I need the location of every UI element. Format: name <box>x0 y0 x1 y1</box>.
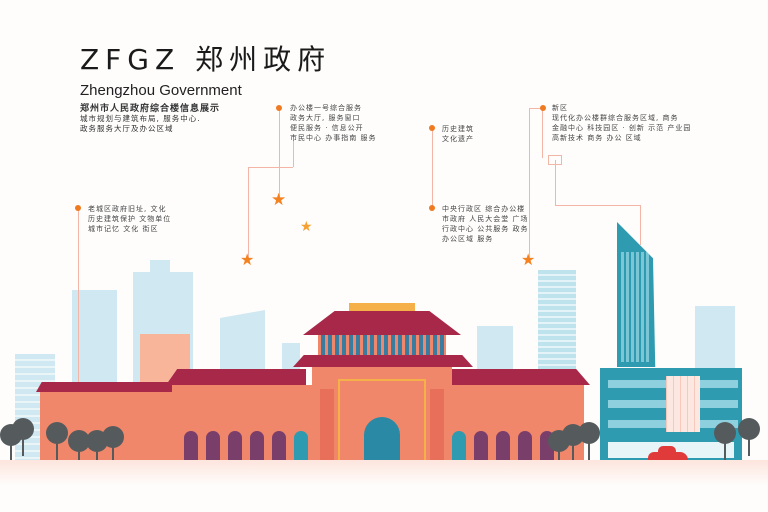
page-description: 郑州市人民政府综合楼信息展示 城市规划与建筑布局, 服务中心. 政务服务大厅及办… <box>80 104 220 134</box>
callout-line-text: 市政府 人民大会堂 广场 <box>442 215 529 223</box>
callout-line-text: 老城区政府旧址, 文化 <box>88 205 167 213</box>
central-tower-roof <box>303 311 461 335</box>
callout-2: 历史建筑 文化遗产 <box>442 124 474 144</box>
callout-line <box>248 167 249 259</box>
callout-line-text: 金融中心 科技园区 · 创新 示范 产业园 <box>552 124 692 132</box>
callout-line-text: 中央行政区 综合办公楼 <box>442 205 526 213</box>
main-right-wing <box>452 369 590 463</box>
star-icon: ★ <box>240 250 255 269</box>
callout-line-text: 办公楼一号综合服务 <box>290 104 362 112</box>
callout-4: 老城区政府旧址, 文化 历史建筑保护 文物单位 城市记忆 文化 街区 <box>88 204 171 234</box>
callout-line-text: 政务大厅, 服务窗口 <box>290 114 361 122</box>
callout-line-text: 历史建筑保护 文物单位 <box>88 215 172 223</box>
star-icon: ★ <box>521 250 536 269</box>
page-title: ZFGZ 郑州政府 <box>80 43 332 76</box>
star-icon: ★ <box>300 219 313 235</box>
callout-line-text: 文化遗产 <box>442 135 474 143</box>
callout-line-text: 行政中心 公共服务 政务 <box>442 225 529 233</box>
description-line: 郑州市人民政府综合楼信息展示 <box>80 104 221 114</box>
central-gate-block <box>312 367 452 463</box>
central-tower-windows <box>318 335 446 355</box>
callout-5: 中央行政区 综合办公楼 市政府 人民大会堂 广场 行政中心 公共服务 政务 办公… <box>442 204 528 244</box>
callout-line-text: 便民服务 · 信息公开 <box>290 124 364 132</box>
callout-line <box>432 128 433 208</box>
bg-tower-4 <box>282 343 300 373</box>
callout-dot <box>540 105 546 111</box>
main-left-wing <box>166 369 312 463</box>
callout-dot <box>75 205 81 211</box>
description-line: 政务服务大厅及办公区域 <box>80 124 174 133</box>
callout-dot <box>276 105 282 111</box>
callout-line-text: 高新技术 商务 办公 区域 <box>552 134 642 142</box>
callout-line <box>542 108 543 158</box>
callout-line <box>293 140 294 167</box>
callout-line <box>640 205 641 245</box>
callout-marker-box <box>548 155 562 165</box>
central-tower-lower-roof <box>293 355 473 367</box>
callout-line <box>279 108 280 196</box>
callout-line-text: 现代化办公楼群综合服务区域, 商务 <box>552 114 679 122</box>
description-line: 城市规划与建筑布局, 服务中心. <box>80 114 201 123</box>
bg-tower-1 <box>72 290 117 390</box>
bg-glass-tower <box>538 270 576 380</box>
page-subtitle: Zhengzhou Government <box>80 82 242 99</box>
callout-line-text: 办公区域 服务 <box>442 235 494 243</box>
callout-1: 办公楼一号综合服务 政务大厅, 服务窗口 便民服务 · 信息公开 市民中心 办事… <box>290 103 376 143</box>
callout-line <box>529 108 541 109</box>
bg-tower-5 <box>477 326 513 370</box>
callout-line <box>529 108 530 258</box>
ground <box>0 460 768 512</box>
bg-tower-2-top <box>150 260 170 274</box>
callout-line-text: 市民中心 办事指南 服务 <box>290 134 377 142</box>
callout-line-text: 新区 <box>552 104 568 112</box>
star-icon: ★ <box>271 190 287 210</box>
callout-line-text: 城市记忆 文化 街区 <box>88 225 159 233</box>
callout-line <box>555 205 640 206</box>
callout-dot <box>429 205 435 211</box>
callout-dot <box>429 125 435 131</box>
callout-line <box>555 160 556 205</box>
callout-3: 新区 现代化办公楼群综合服务区域, 商务 金融中心 科技园区 · 创新 示范 产… <box>552 103 691 143</box>
modern-tower <box>617 222 656 367</box>
callout-line <box>78 209 79 399</box>
callout-line <box>248 167 293 168</box>
central-tower-roof-top <box>349 303 415 311</box>
callout-line-text: 历史建筑 <box>442 125 474 133</box>
bg-tower-right <box>695 306 735 376</box>
